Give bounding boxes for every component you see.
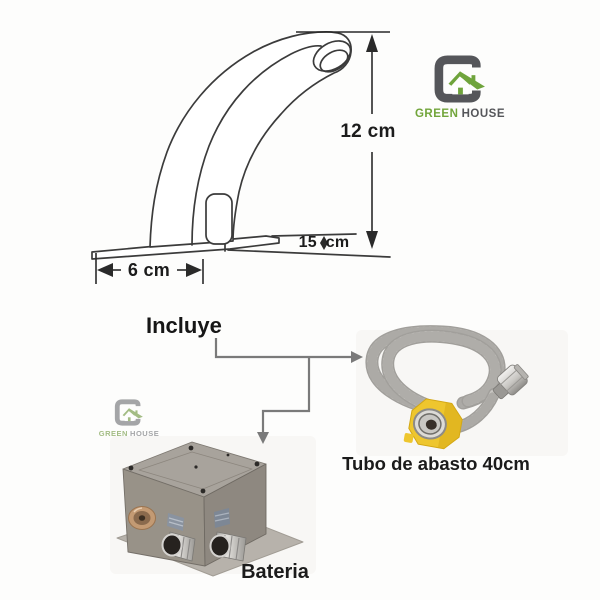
chrome-cylinder-left	[161, 531, 196, 562]
battery-item-label: Bateria	[241, 561, 309, 583]
greenhouse-logo-small: GREEN HOUSE	[93, 399, 165, 438]
connector-arrow-right-icon	[351, 351, 363, 363]
logo-small-word-green: GREEN	[98, 429, 128, 438]
battery-box-screws	[128, 445, 260, 494]
hose-yellow-fitting	[403, 398, 463, 450]
supply-hose-image	[365, 325, 529, 450]
arrow-left-icon	[97, 263, 113, 277]
chrome-cylinder-right	[209, 531, 247, 562]
small-arrow-up-icon	[320, 236, 328, 243]
faucet-spout-opening	[312, 40, 352, 73]
faucet-line-drawing	[91, 31, 391, 260]
greenhouse-logo-small-icon	[114, 399, 143, 426]
small-arrow-down-icon	[320, 243, 328, 250]
connector-arrow-down-icon	[257, 432, 269, 444]
includes-connector-arrows	[214, 338, 363, 444]
width-dimension-arrow	[95, 253, 204, 284]
depth-dimension-label: 15 cm	[298, 234, 350, 251]
width-dimension-label: 6 cm	[121, 261, 177, 279]
greenhouse-logo: GREEN HOUSE	[408, 55, 512, 121]
faucet-sensor-window	[205, 193, 233, 245]
height-dimension-arrow	[296, 31, 390, 249]
battery-box-image	[116, 441, 304, 577]
copper-knob	[128, 506, 156, 530]
greenhouse-logo-icon	[434, 55, 485, 103]
depth-dimension-arrow	[320, 236, 328, 250]
faucet-body-crease	[191, 44, 322, 246]
logo-small-word-house: HOUSE	[130, 429, 160, 438]
arrow-down-icon	[366, 231, 378, 249]
hose-coil	[365, 325, 506, 434]
faucet-body	[149, 31, 352, 248]
logo-word-green: GREEN	[414, 108, 459, 120]
height-dimension-label: 12 cm	[340, 121, 396, 142]
includes-heading: Incluye	[146, 313, 222, 338]
hose-item-label: Tubo de abasto 40cm	[342, 453, 530, 474]
arrow-up-icon	[366, 34, 378, 52]
arrow-right-icon	[186, 263, 202, 277]
front-connector-ports	[167, 508, 230, 531]
dimension-annotations	[95, 31, 390, 284]
logo-word-house: HOUSE	[461, 108, 505, 120]
hose-chrome-nut	[492, 364, 529, 400]
